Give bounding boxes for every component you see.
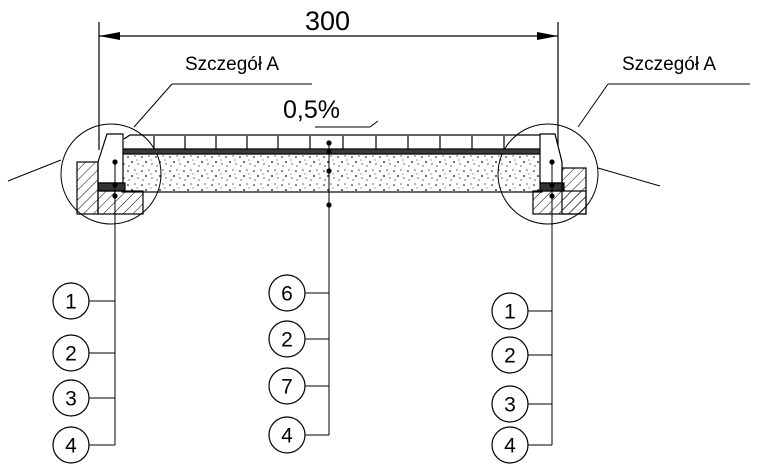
callout-left-3: 3 (52, 379, 90, 417)
callout-center-2: 2 (268, 320, 306, 358)
svg-text:3: 3 (65, 388, 77, 411)
detail-leader-left (133, 83, 312, 128)
svg-text:4: 4 (65, 435, 77, 458)
callout-left-4: 4 (52, 426, 90, 464)
curb-left (76, 133, 144, 215)
detail-label-left: Szczegół A (185, 54, 279, 75)
section-line-right (597, 167, 661, 187)
paving-blocks (123, 134, 547, 150)
svg-text:6: 6 (281, 283, 293, 306)
slope-arrow (315, 120, 379, 128)
callout-right-2: 2 (491, 336, 529, 374)
callout-center-7: 7 (268, 367, 306, 405)
svg-text:7: 7 (281, 376, 293, 399)
detail-leader-right (577, 83, 750, 128)
callout-right-1: 1 (491, 292, 529, 330)
callout-center-6: 6 (268, 274, 306, 312)
svg-text:2: 2 (504, 345, 516, 368)
callout-left-2: 2 (52, 334, 90, 372)
svg-text:4: 4 (504, 435, 516, 458)
callout-center-4: 4 (268, 416, 306, 454)
svg-text:2: 2 (281, 329, 293, 352)
detail-label-right: Szczegół A (622, 54, 716, 75)
svg-text:4: 4 (281, 425, 293, 448)
svg-text:1: 1 (65, 291, 77, 314)
base-course (121, 153, 543, 193)
curb-right (532, 133, 587, 215)
callout-right-3: 3 (491, 385, 529, 423)
slope-label: 0,5% (283, 96, 340, 124)
dimension-value: 300 (305, 6, 350, 36)
svg-text:1: 1 (504, 301, 516, 324)
dimension-line (98, 22, 559, 150)
callout-right-4: 4 (491, 426, 529, 464)
svg-text:3: 3 (504, 394, 516, 417)
leader-lines (89, 143, 553, 446)
callout-left-1: 1 (52, 282, 90, 320)
svg-text:2: 2 (65, 343, 77, 366)
section-line-left (7, 159, 62, 182)
